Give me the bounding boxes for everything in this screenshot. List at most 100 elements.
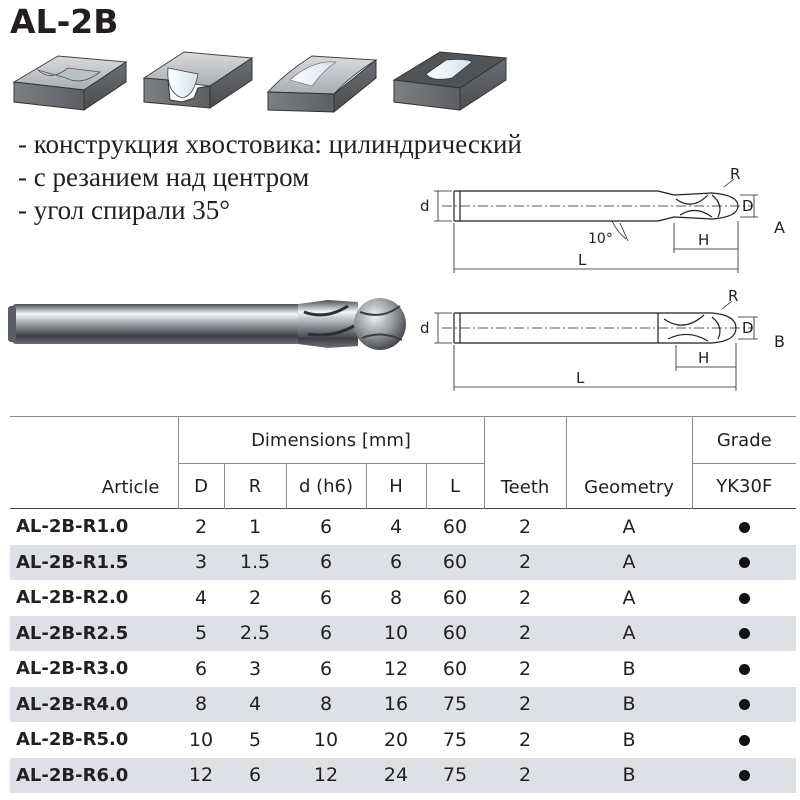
cell-article: AL-2B-R3.0	[16, 658, 129, 680]
cell-teeth: 2	[518, 728, 532, 751]
header-R: R	[223, 463, 286, 509]
cell-L: 60	[442, 657, 468, 680]
profile-shape-icon	[266, 55, 378, 114]
cell-d: 6	[319, 586, 333, 609]
cell-R: 2.5	[224, 615, 286, 651]
cell-L: 60	[442, 586, 468, 609]
cell-geometry: A	[622, 586, 636, 609]
cell-D: 3	[178, 544, 224, 580]
page-title: AL-2B	[10, 2, 119, 41]
channel-shape-icon	[142, 51, 254, 109]
header-H: H	[365, 463, 426, 509]
cell-grade	[692, 615, 797, 651]
cell-grade	[692, 686, 797, 722]
cell-teeth: 2	[518, 515, 532, 538]
cell-article: AL-2B-R6.0	[10, 757, 178, 793]
dim-l-label: L	[578, 251, 587, 269]
slot-shape-icon	[12, 55, 128, 111]
feature-shank: - конструкция хвостовика: цилиндрический	[18, 129, 522, 159]
cell-teeth: 2	[484, 757, 567, 793]
cell-grade	[692, 580, 796, 616]
header-dimensions: Dimensions [mm]	[177, 416, 485, 464]
cell-grade	[692, 544, 797, 580]
cell-d: 6	[319, 515, 333, 538]
header-d: d (h6)	[285, 463, 366, 509]
header-L: L	[425, 463, 485, 509]
cell-grade	[692, 757, 797, 793]
cell-teeth: 2	[484, 686, 567, 722]
grade-available-dot	[738, 592, 750, 604]
cell-d: 6	[286, 544, 366, 580]
cell-teeth: 2	[518, 657, 532, 680]
cell-article: AL-2B-R1.0	[16, 516, 129, 538]
table-row: AL-2B-R6.0 12 6 12 24 75 2 B	[10, 757, 797, 793]
dim-r-label: R	[730, 165, 740, 183]
table-row: AL-2B-R5.0 10 5 10 20 75 2 B	[10, 722, 796, 758]
cell-L: 60	[426, 544, 485, 580]
grade-available-dot	[738, 770, 750, 782]
cell-teeth: 2	[518, 586, 532, 609]
cell-grade	[692, 651, 796, 687]
grade-available-dot	[738, 521, 750, 533]
cell-d: 8	[286, 686, 366, 722]
cell-R: 2	[248, 586, 262, 609]
cell-article: AL-2B-R4.0	[10, 686, 178, 722]
feature-list: - конструкция хвостовика: цилиндрический…	[18, 128, 522, 227]
grade-available-dot	[738, 628, 750, 640]
table-row: AL-2B-R3.0 6 3 6 12 60 2 B	[10, 651, 796, 687]
dim-d-label: d	[420, 319, 430, 337]
helix-angle-label: 10°	[588, 231, 613, 247]
dim-l-label: L	[576, 369, 585, 387]
cell-H: 4	[389, 515, 403, 538]
cell-teeth: 2	[484, 544, 567, 580]
machining-shapes	[12, 51, 508, 114]
header-D: D	[177, 463, 224, 509]
cell-R: 1.5	[224, 544, 286, 580]
cell-article: AL-2B-R5.0	[16, 729, 129, 751]
cell-article: AL-2B-R2.5	[10, 615, 178, 651]
dim-bigd-label: D	[742, 319, 754, 337]
feature-center-cutting: - с резанием над центром	[18, 162, 310, 192]
cell-geometry: B	[622, 657, 636, 680]
dim-h-label: H	[698, 231, 709, 249]
cell-D: 4	[194, 586, 208, 609]
cell-R: 1	[248, 515, 262, 538]
cell-H: 20	[383, 728, 409, 751]
cell-L: 75	[426, 757, 485, 793]
cell-D: 12	[178, 757, 224, 793]
cell-H: 10	[366, 615, 426, 651]
dim-d-label: d	[420, 197, 430, 215]
cell-geometry: B	[566, 757, 693, 793]
geometry-a-label: A	[774, 218, 785, 237]
cell-d: 12	[286, 757, 366, 793]
cell-d: 6	[286, 615, 366, 651]
grade-available-dot	[738, 699, 750, 711]
grade-available-dot	[738, 734, 750, 746]
cell-D: 6	[194, 657, 208, 680]
cell-H: 12	[383, 657, 409, 680]
geometry-b-label: B	[774, 332, 785, 351]
dim-h-label: H	[698, 349, 709, 367]
header-grade-name: YK30F	[691, 463, 797, 509]
table-row: AL-2B-R2.5 5 2.5 6 10 60 2 A	[10, 615, 797, 651]
cell-geometry: A	[622, 515, 636, 538]
cell-R: 4	[224, 686, 286, 722]
cell-H: 24	[366, 757, 426, 793]
cell-D: 5	[178, 615, 224, 651]
cell-R: 6	[224, 757, 286, 793]
cell-D: 8	[178, 686, 224, 722]
table-row: AL-2B-R2.0 4 2 6 8 60 2 A	[10, 580, 796, 616]
header-grade: Grade	[691, 416, 797, 464]
cell-grade	[692, 722, 796, 758]
cell-L: 75	[426, 686, 485, 722]
end-mill-photo	[8, 298, 406, 350]
feature-helix-angle: - угол спирали 35°	[18, 195, 231, 225]
cell-R: 3	[248, 657, 262, 680]
cell-geometry: B	[566, 686, 693, 722]
header-teeth: Teeth	[483, 416, 567, 509]
dim-bigd-label: D	[742, 197, 754, 215]
cell-L: 75	[442, 728, 468, 751]
pocket-shape-icon	[392, 51, 508, 111]
table-row: AL-2B-R4.0 8 4 8 16 75 2 B	[10, 686, 797, 722]
spec-table: Article Dimensions [mm] Teeth Geometry G…	[10, 416, 797, 793]
